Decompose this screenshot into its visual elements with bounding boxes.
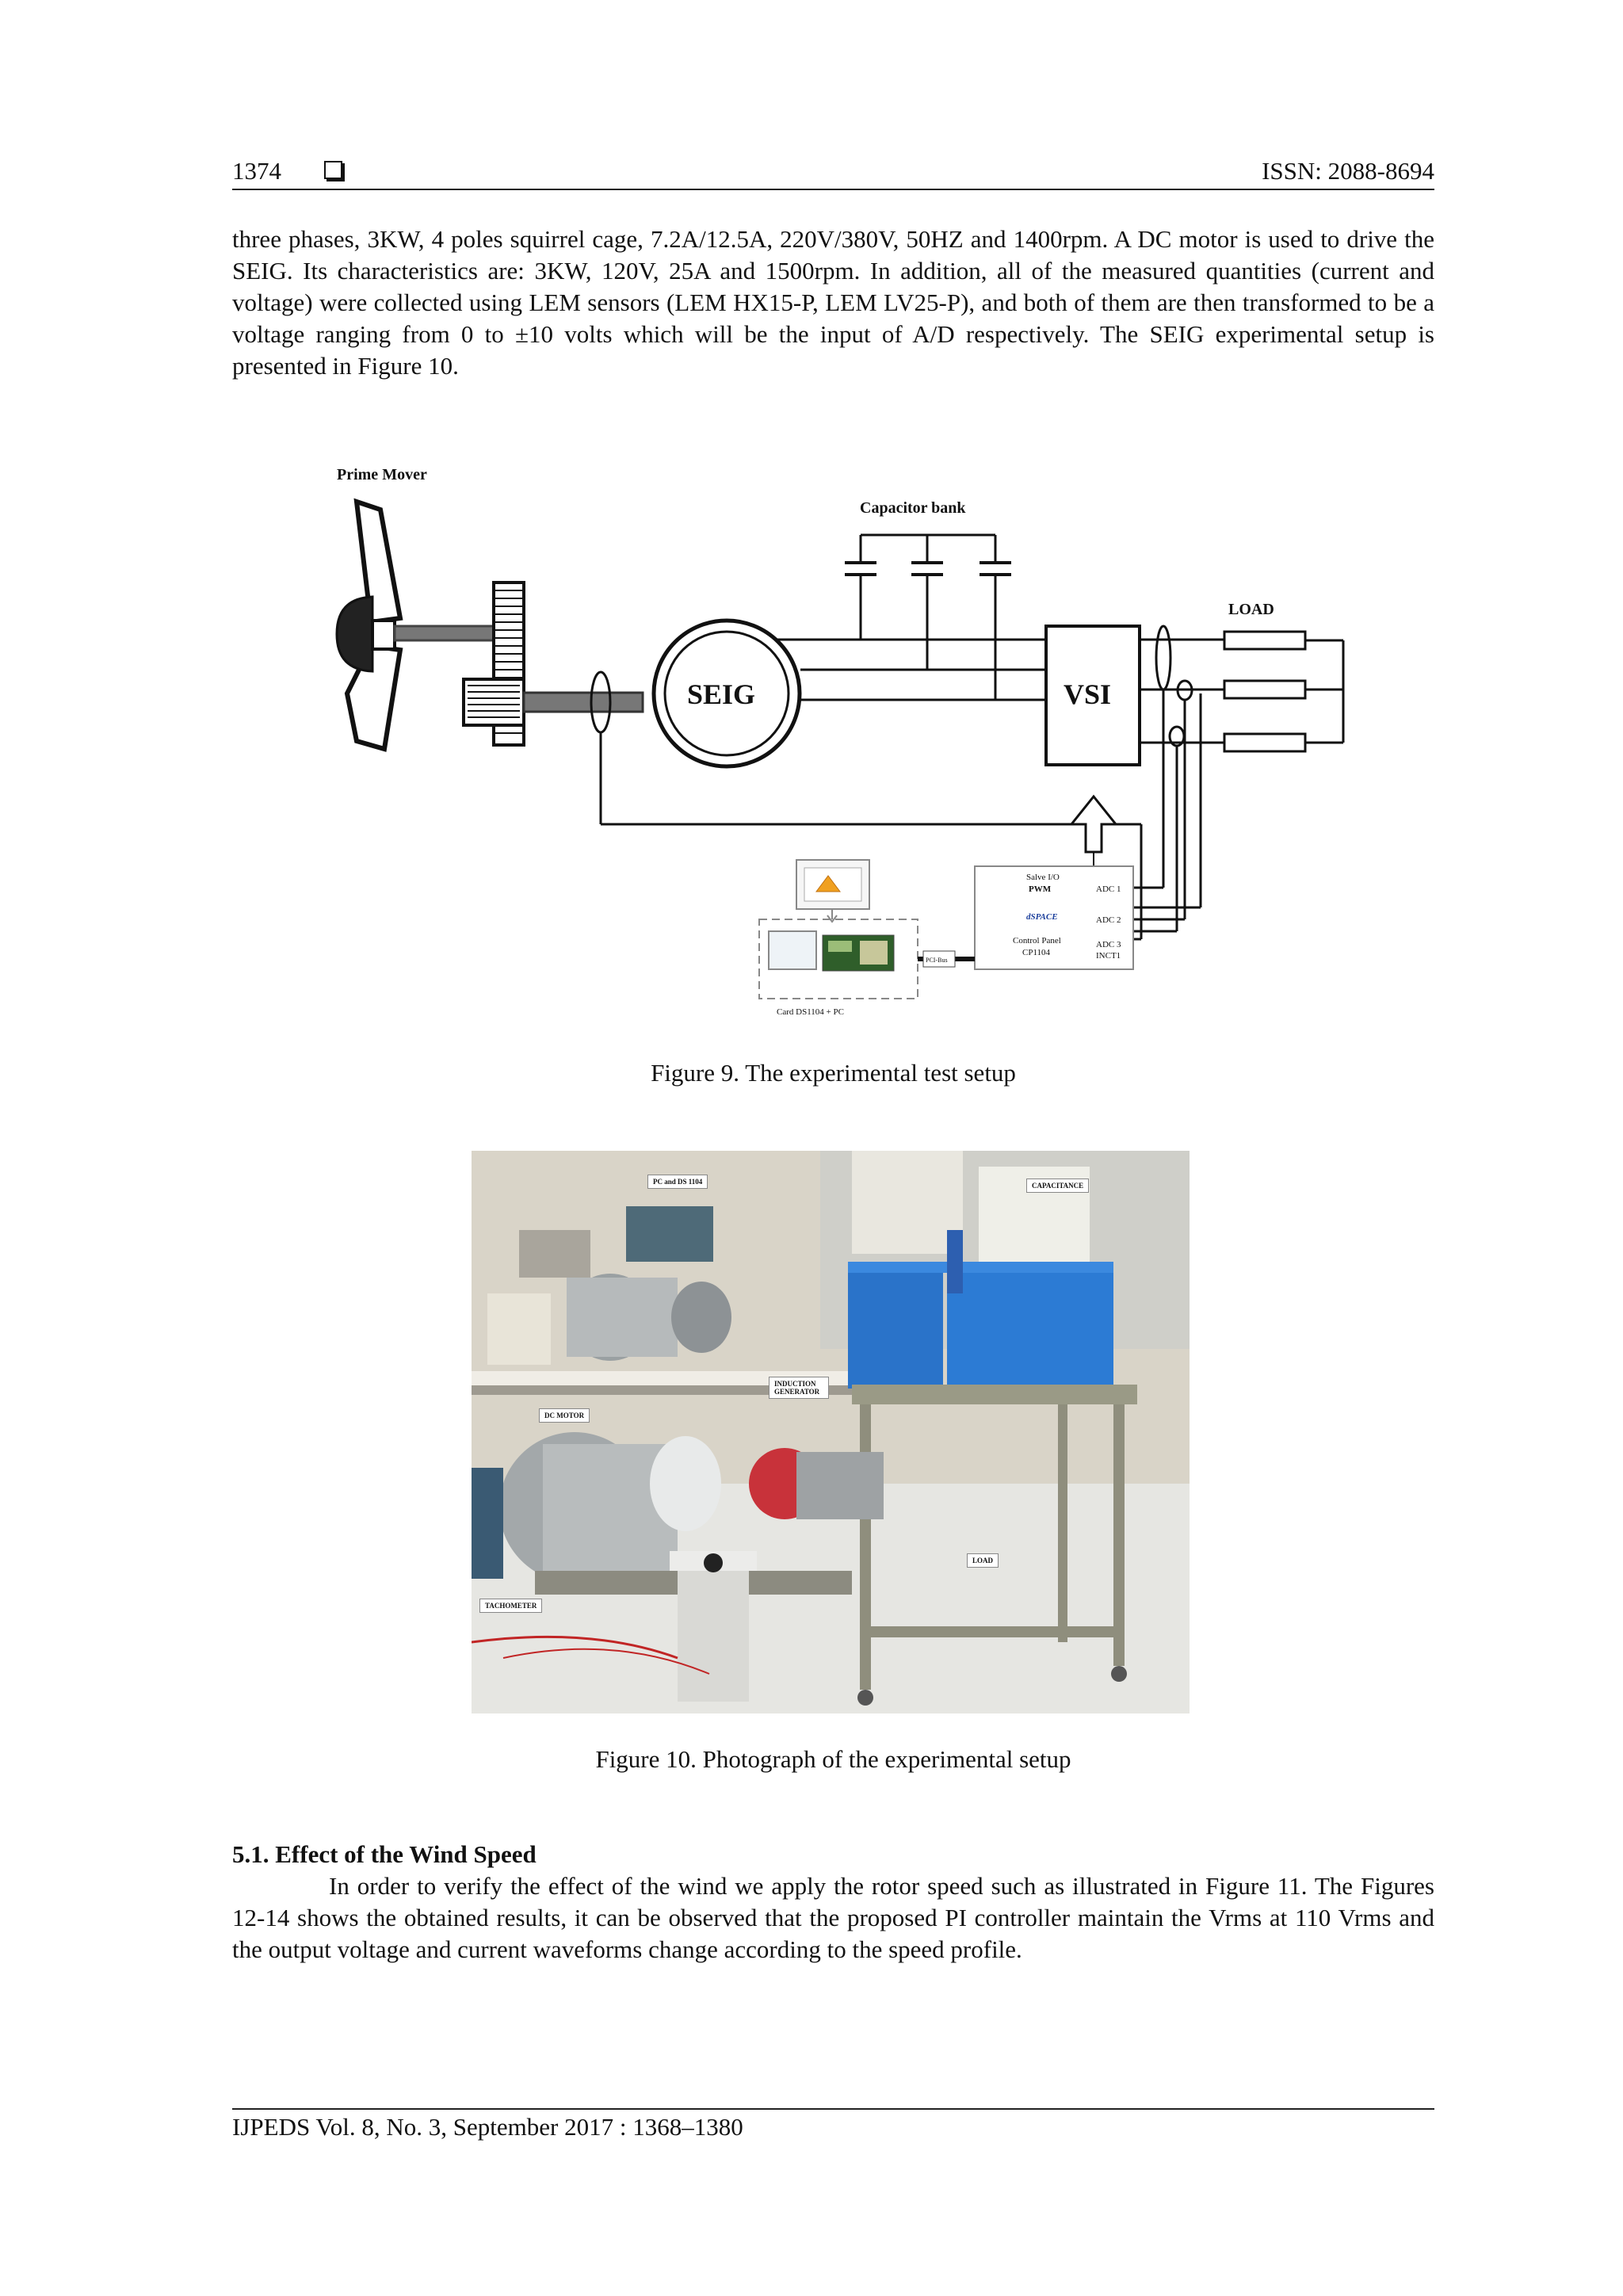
pwm-label: PWM <box>1029 884 1052 894</box>
control-panel-box <box>974 865 1134 970</box>
seig-outer <box>651 618 802 769</box>
pc-screen <box>768 930 817 970</box>
load-resistor-1 <box>1223 630 1307 651</box>
section-title: 5.1. Effect of the Wind Speed <box>232 1840 537 1868</box>
pwm-arrow <box>1068 794 1119 854</box>
dspace-logo-text: dSPACE <box>1026 912 1058 922</box>
propeller-hub <box>335 595 374 673</box>
capacitor-bank-label: Capacitor bank <box>860 499 966 517</box>
prime-mover-label: Prime Mover <box>337 466 427 483</box>
current-sensor-1 <box>1155 625 1172 691</box>
load-label: LOAD <box>1228 601 1274 618</box>
photo-label-capacitance: CAPACITANCE <box>1026 1179 1090 1193</box>
cp1104-label: CP1104 <box>1022 948 1051 957</box>
photo-label-tachometer: TACHOMETER <box>479 1599 543 1613</box>
page-number: 1374 <box>232 157 281 185</box>
vsi-label: VSI <box>1064 678 1111 710</box>
load-resistor-3 <box>1223 732 1307 753</box>
card-label: Card DS1104 + PC <box>777 1007 844 1017</box>
adc1-label: ADC 1 <box>1096 884 1121 894</box>
figure-9-diagram: Prime Mover Capacitor bank LOAD SEIG VSI… <box>335 466 1345 1017</box>
load-resistor-2 <box>1223 679 1307 700</box>
section-paragraph: In order to verify the effect of the win… <box>232 1870 1434 1966</box>
box-bullet-icon <box>324 161 342 179</box>
photo-scene <box>472 1151 1190 1713</box>
figure-10-caption: Figure 10. Photograph of the experimenta… <box>595 1745 1071 1773</box>
pci-bus-label: PCI-Bus <box>926 957 948 964</box>
figure-10-photo: PC and DS 1104 CAPACITANCE INDUCTION GEN… <box>472 1151 1190 1713</box>
running-header: 1374 ISSN: 2088-8694 <box>232 155 1434 190</box>
figure-9-caption: Figure 9. The experimental test setup <box>651 1059 1016 1087</box>
seig-label: SEIG <box>687 678 755 710</box>
photo-label-load: LOAD <box>967 1553 999 1568</box>
seig-shaft <box>522 691 644 713</box>
photo-label-induction-generator: INDUCTION GENERATOR <box>769 1377 829 1399</box>
propeller-blade-top <box>353 498 403 625</box>
journal-footer: IJPEDS Vol. 8, No. 3, September 2017 : 1… <box>232 2108 1434 2143</box>
intro-paragraph: three phases, 3KW, 4 poles squirrel cage… <box>232 225 1434 380</box>
adc3-label: ADC 3 <box>1096 940 1121 949</box>
adc2-label: ADC 2 <box>1096 915 1121 925</box>
issn: ISSN: 2088-8694 <box>1262 157 1434 185</box>
photo-label-dc-motor: DC MOTOR <box>539 1408 590 1423</box>
seig-inner <box>663 630 790 757</box>
slave-io-label: Salve I/O <box>1026 873 1060 882</box>
inct1-label: INCT1 <box>1096 951 1121 961</box>
control-panel-label: Control Panel <box>1013 936 1061 946</box>
shaft <box>393 625 499 642</box>
section-paragraph-text: In order to verify the effect of the win… <box>232 1872 1434 1963</box>
vsi-box <box>1044 625 1141 766</box>
photo-label-pc: PC and DS 1104 <box>647 1175 708 1189</box>
